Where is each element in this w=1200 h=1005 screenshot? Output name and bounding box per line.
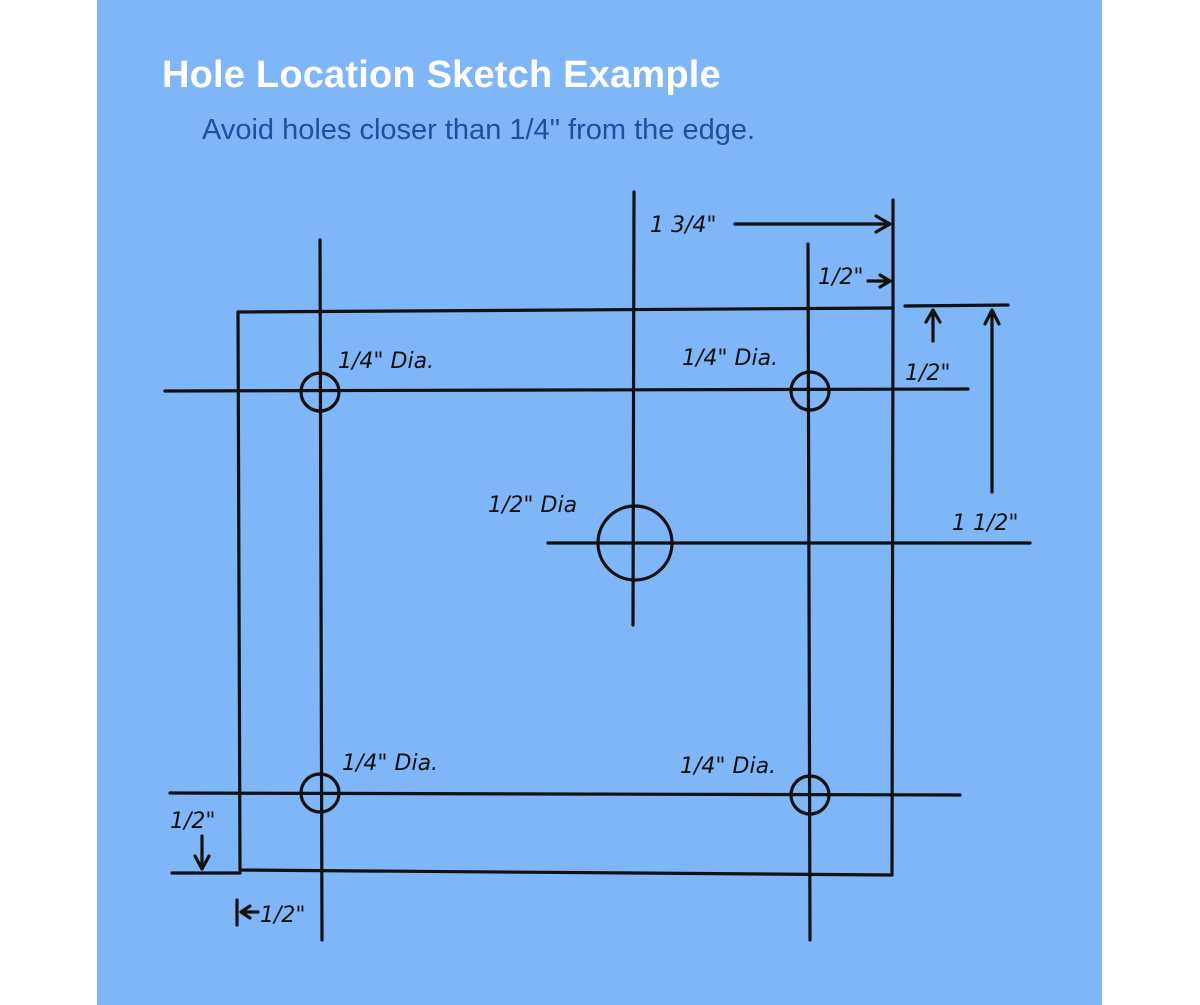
top-left-hole-label: 1/4" Dia.	[338, 349, 434, 374]
right-overall-dimension: 1 1/2"	[952, 511, 1019, 536]
bottom-right-hole	[789, 774, 831, 816]
right-vertical-line	[806, 242, 812, 942]
center-vertical-line	[631, 190, 636, 627]
top-edge-dimension: 1/2"	[818, 265, 864, 290]
plate-outline	[236, 306, 895, 877]
bottom-left-hole	[299, 772, 341, 814]
top-edge-arrow	[866, 273, 892, 289]
top-reference-line	[903, 303, 1010, 308]
bottom-edge-arrow	[235, 898, 260, 927]
top-right-hole	[789, 370, 831, 412]
left-vertical-line	[318, 238, 324, 942]
bottom-horizontal-line	[168, 791, 962, 797]
sketch-paper	[97, 0, 1102, 1005]
right-edge-arrow	[924, 308, 942, 343]
top-horizontal-line	[163, 387, 970, 393]
left-edge-dimension: 1/2"	[170, 809, 216, 834]
bottom-edge-dimension: 1/2"	[260, 903, 306, 928]
top-overall-arrow	[733, 214, 892, 234]
left-edge-arrow	[193, 834, 211, 871]
right-overall-arrow	[983, 308, 1001, 494]
center-hole	[596, 504, 674, 582]
top-left-hole	[299, 371, 341, 413]
sketch-subtitle: Avoid holes closer than 1/4" from the ed…	[202, 114, 756, 146]
right-edge-dimension: 1/2"	[905, 361, 951, 386]
top-overall-dimension: 1 3/4"	[650, 213, 717, 238]
center-hole-label: 1/2" Dia	[488, 493, 577, 518]
top-right-hole-label: 1/4" Dia.	[682, 346, 778, 371]
bottom-left-hole-label: 1/4" Dia.	[342, 751, 438, 776]
bottom-right-hole-label: 1/4" Dia.	[680, 754, 776, 779]
sketch-title: Hole Location Sketch Example	[162, 54, 721, 96]
